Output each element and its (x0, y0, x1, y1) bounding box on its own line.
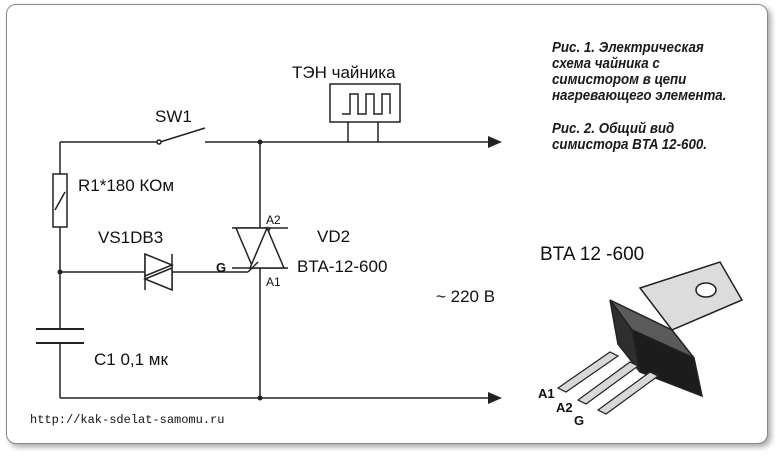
pin-g-label: G (574, 413, 584, 428)
junction-dot (257, 395, 263, 401)
package-title: BTA 12 -600 (540, 244, 644, 265)
triac-part-label: BTA-12-600 (297, 257, 387, 276)
switch-contact (156, 139, 162, 145)
capacitor-symbol (36, 328, 84, 344)
watermark-url: http://kak-sdelat-samomu.ru (30, 413, 225, 427)
triac-gate-label: G (216, 260, 226, 275)
capacitor-label: C1 0,1 мк (94, 350, 168, 369)
heater-label: ТЭН чайника (292, 63, 396, 82)
dinistor-symbol (143, 252, 174, 292)
caption-fig1: Рис. 1. Электрическая схема чайника с си… (552, 40, 727, 104)
junction-dot (57, 269, 63, 275)
heater-symbol (329, 83, 401, 123)
triac-a1-label: A1 (266, 275, 281, 289)
figure-caption: Рис. 1. Электрическая схема чайника с си… (552, 40, 741, 170)
voltage-label: ~ 220 В (436, 287, 495, 306)
to220-package-illustration (556, 261, 744, 415)
pin-a1-label: A1 (538, 386, 555, 401)
switch-label: SW1 (155, 107, 192, 126)
arrow-bottom (488, 392, 502, 404)
pin-a2-label: A2 (556, 400, 573, 415)
resistor-label: R1*180 КОм (78, 176, 174, 195)
arrow-top (488, 136, 502, 148)
dinistor-label: VS1DB3 (98, 228, 163, 247)
switch-blade (159, 127, 206, 143)
triac-symbol (232, 226, 288, 273)
triac-a2-label: A2 (266, 213, 281, 227)
junction-dot (257, 139, 263, 145)
caption-fig2: Рис. 2. Общий вид симистора BTA 12-600. (552, 121, 708, 153)
resistor-symbol (52, 173, 68, 228)
triac-designator: VD2 (317, 227, 350, 246)
